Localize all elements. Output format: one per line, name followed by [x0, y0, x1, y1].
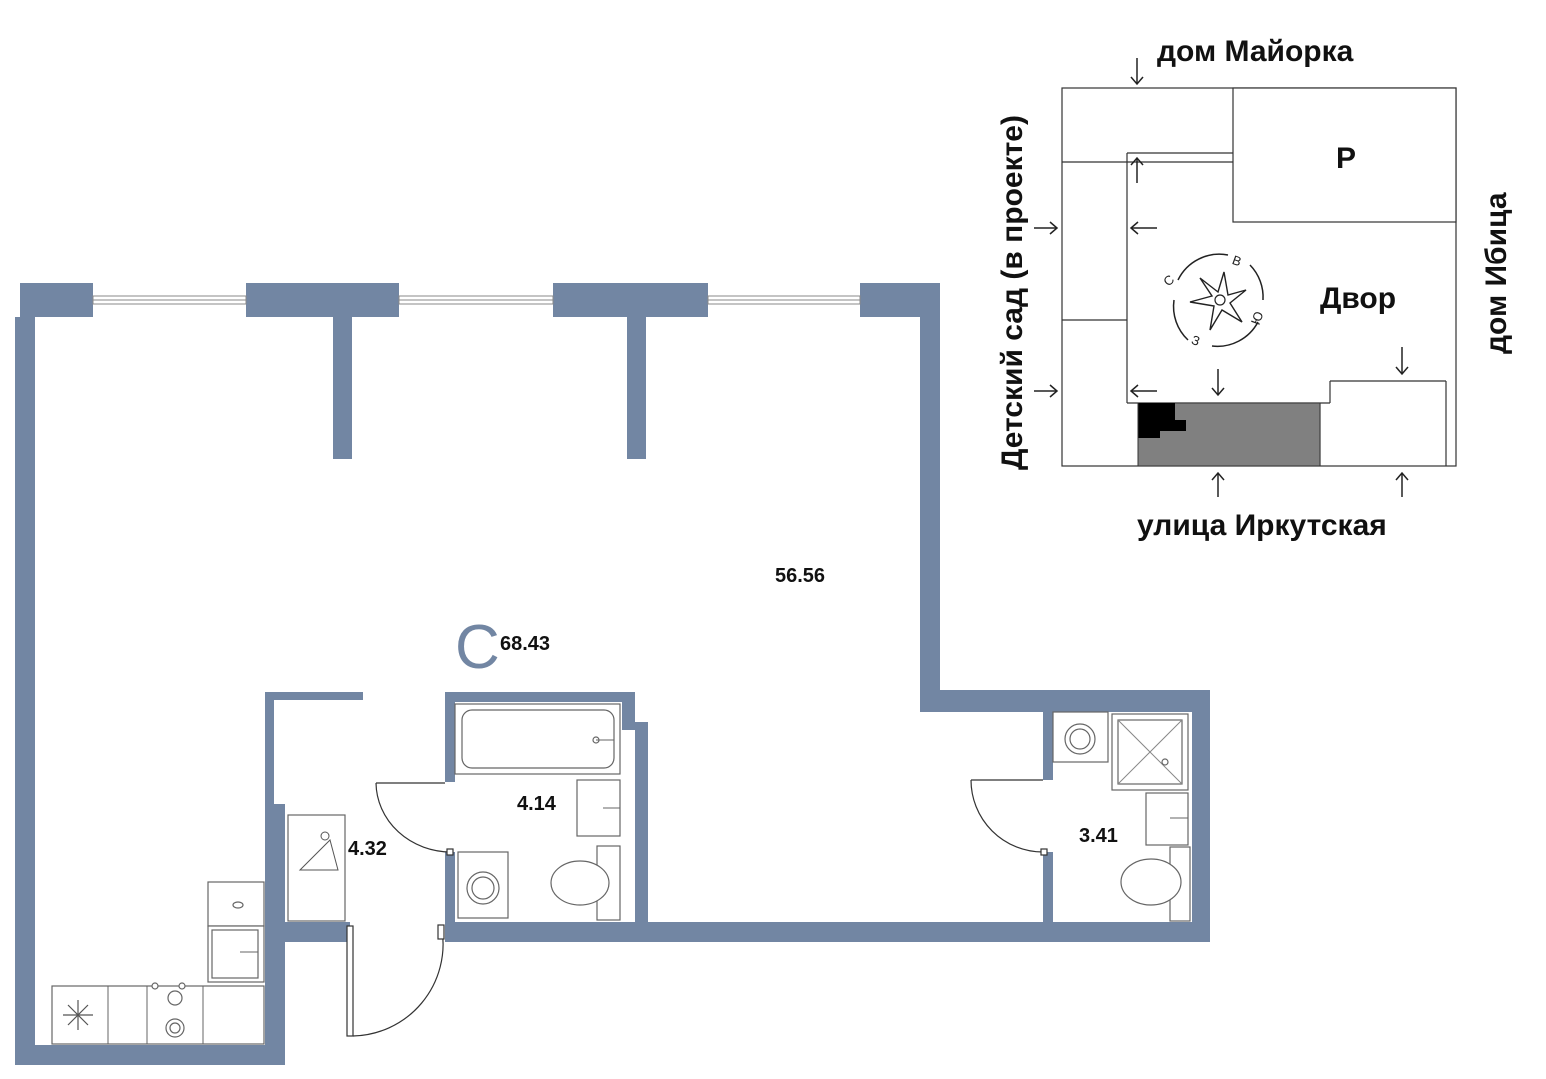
apartment-type-letter: С	[455, 613, 500, 682]
apartment-marker	[1138, 403, 1186, 438]
apartment-walls	[15, 283, 1210, 1065]
bathroom-1-fixtures	[454, 703, 621, 921]
west-label: Детский сад (в проекте)	[996, 115, 1029, 470]
north-label: дом Майорка	[1157, 35, 1354, 68]
hall-area-label: 4.32	[348, 838, 387, 860]
compass-south-label: Ю	[1248, 309, 1267, 326]
site-plan	[1061, 87, 1457, 467]
living-area-label: 56.56	[775, 565, 825, 587]
compass-east-label: В	[1230, 252, 1243, 269]
parking-block	[1232, 87, 1457, 223]
doors	[346, 779, 1048, 1037]
bath2-area-label: 3.41	[1079, 825, 1118, 847]
snowflake-icon	[63, 1000, 93, 1030]
total-area-label: 68.43	[500, 633, 550, 655]
parking-label: Р	[1336, 142, 1356, 175]
wardrobe	[287, 814, 346, 922]
yard-label: Двор	[1320, 282, 1396, 315]
east-label: дом Ибица	[1480, 192, 1513, 354]
bathroom-2-fixtures	[1052, 711, 1191, 922]
kitchen-fixtures	[51, 881, 265, 1045]
compass-rose-icon: С В Ю З	[1160, 252, 1266, 349]
windows	[92, 295, 861, 305]
south-label: улица Иркутская	[1137, 509, 1387, 542]
bath1-area-label: 4.14	[517, 793, 557, 815]
compass-west-label: З	[1190, 332, 1203, 349]
compass-north-label: С	[1160, 272, 1177, 290]
site-arrows	[1034, 58, 1409, 497]
